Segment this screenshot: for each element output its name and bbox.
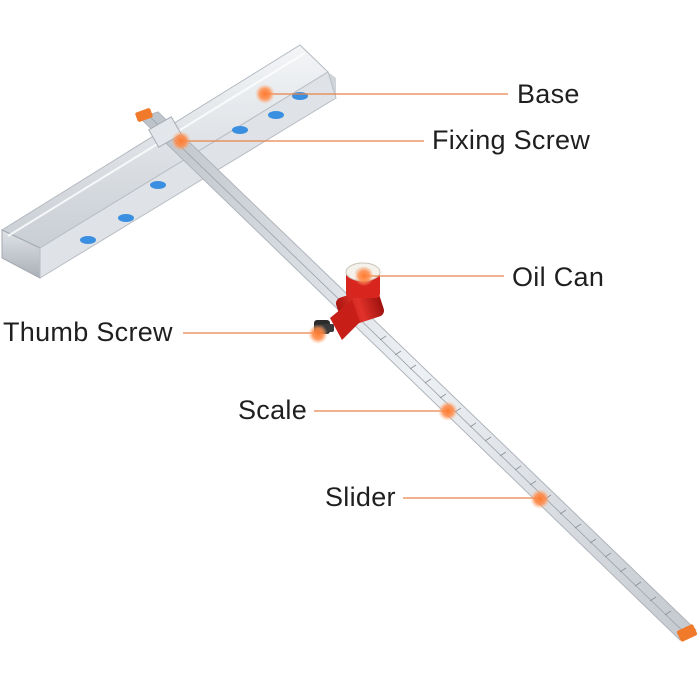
suction-cup (150, 181, 166, 189)
fixing-screw-block (148, 116, 182, 148)
top-end-cap (135, 108, 153, 122)
suction-cup (268, 111, 284, 119)
bottom-end-cap (676, 624, 698, 642)
callout-dot-oil-can (354, 266, 374, 286)
suction-cup (292, 92, 308, 100)
suction-cup (118, 214, 134, 222)
base-edge-highlight (7, 52, 306, 237)
cutter-head (314, 262, 384, 340)
callout-dot-thumb-screw (308, 324, 328, 344)
suction-cup (80, 236, 96, 244)
base-bottom-face (39, 71, 337, 279)
base-top-face (0, 44, 329, 249)
callout-dot-slider (530, 489, 550, 509)
slider-rail (139, 111, 697, 641)
label-fixing-screw: Fixing Screw (432, 125, 591, 155)
suction-cup (232, 126, 248, 134)
callout-dot-base (255, 84, 275, 104)
rail-center-line (149, 116, 689, 637)
label-thumb-screw: Thumb Screw (3, 317, 173, 347)
label-slider: Slider (325, 482, 396, 512)
leader-lines (181, 93, 540, 499)
base-bar (0, 44, 337, 279)
callout-dot-fixing-screw (171, 131, 191, 151)
cutter-red-bracket (330, 300, 360, 340)
callout-dots (171, 84, 550, 509)
label-scale: Scale (238, 395, 308, 425)
label-base: Base (517, 79, 580, 109)
scale-ticks (379, 335, 672, 616)
callout-dot-scale (438, 401, 458, 421)
label-oil-can: Oil Can (512, 262, 605, 292)
